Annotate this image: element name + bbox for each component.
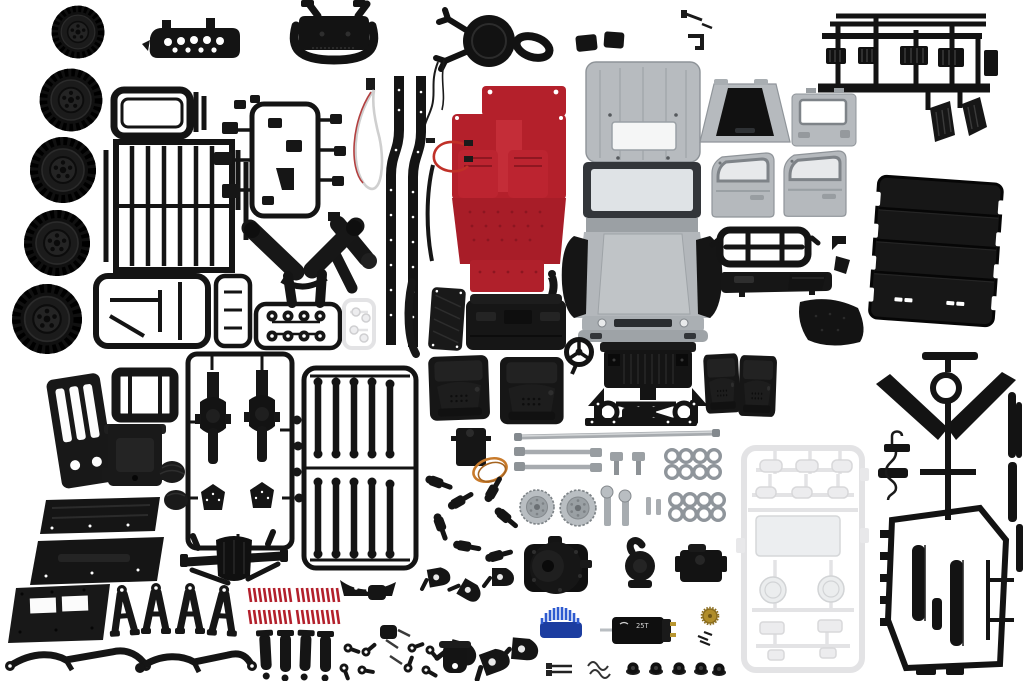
sunroof-panel (611, 121, 677, 151)
metal-driveshaft (514, 429, 720, 441)
chassis-rails (386, 76, 426, 347)
detail-vent-sprue (818, 13, 998, 142)
servo-case (675, 544, 727, 582)
mount-brackets-flat (585, 408, 697, 426)
suspension-link-sprue (301, 365, 419, 596)
fender-flare-left (561, 236, 588, 318)
light-lens-mini-sprue (342, 298, 376, 350)
door-seal-trim (404, 164, 435, 358)
body-shell (561, 61, 723, 342)
grab-handle-bumper (289, 0, 379, 65)
output-shafts (600, 485, 661, 526)
mirror-detail-sprue (214, 95, 346, 219)
gearbox-mount (102, 424, 168, 486)
windshield-glass (591, 169, 693, 211)
fender-flare-right (696, 236, 723, 318)
frame-mount (111, 367, 179, 423)
mount-blocks (575, 31, 625, 52)
coil-springs (247, 587, 341, 625)
small-hardware-top (681, 10, 713, 50)
steering-wheel (564, 337, 594, 375)
tow-hook-with-chain (884, 430, 910, 501)
metal-washers (664, 448, 726, 522)
hood-panel (699, 79, 791, 143)
motor-heatsink (540, 607, 582, 638)
door-cards (428, 353, 778, 425)
diff-ring-gears (519, 489, 597, 527)
brushed-motor: 25T (600, 617, 676, 644)
rubber-boots (159, 461, 188, 510)
tailgate-panel (791, 88, 857, 147)
skid-plate (8, 584, 110, 643)
grommet-sprue (253, 301, 343, 351)
grille (614, 319, 672, 327)
led-cable (353, 78, 384, 190)
rear-axle-assembly (180, 529, 288, 586)
mudguard-panel (799, 299, 864, 346)
dashboard (466, 270, 566, 350)
steering-knuckles (368, 564, 539, 679)
mud-flaps (930, 97, 987, 142)
door-left (710, 151, 776, 219)
antenna-tube (422, 59, 445, 143)
motor-label: 25T (636, 622, 649, 630)
door-right (782, 149, 848, 218)
pinion-gear (697, 606, 720, 647)
window-lens (755, 515, 841, 557)
interior-tub (452, 86, 566, 292)
tread-plate (428, 287, 466, 351)
side-frame-sprue (213, 273, 253, 349)
roof-rack-platform (867, 174, 1005, 328)
transmission-gearbox (524, 536, 592, 594)
front-bumper (578, 330, 708, 342)
axle-housing-sprue (185, 351, 295, 551)
tire-stack (12, 6, 104, 354)
slipper-pulley (625, 537, 655, 588)
small-knobs (292, 415, 304, 503)
visor-panel (788, 274, 826, 290)
fender-flare-v-pair (241, 217, 365, 308)
metal-axle-shafts (514, 447, 602, 472)
front-grille-panel (588, 342, 708, 406)
rod-ends-hardware (336, 628, 443, 681)
white-body-parts-sprue (736, 445, 869, 673)
shock-towers (107, 583, 240, 637)
driveshaft-yokes (424, 474, 519, 564)
slotted-bumper-bar (142, 18, 240, 58)
small-brackets (832, 236, 850, 274)
red-jumper-wire (432, 140, 473, 173)
battery-tray (46, 373, 116, 489)
metal-bolts (610, 452, 645, 475)
spare-tire-carrier (433, 7, 554, 72)
servo-with-orange-wire (451, 428, 508, 484)
trim-wiper-large-sprue (876, 352, 1023, 675)
steering-links (5, 647, 257, 674)
shock-bodies (255, 629, 334, 681)
screws-clips-nuts (546, 661, 726, 679)
rock-sliders (30, 497, 164, 585)
bull-bar (709, 226, 821, 268)
